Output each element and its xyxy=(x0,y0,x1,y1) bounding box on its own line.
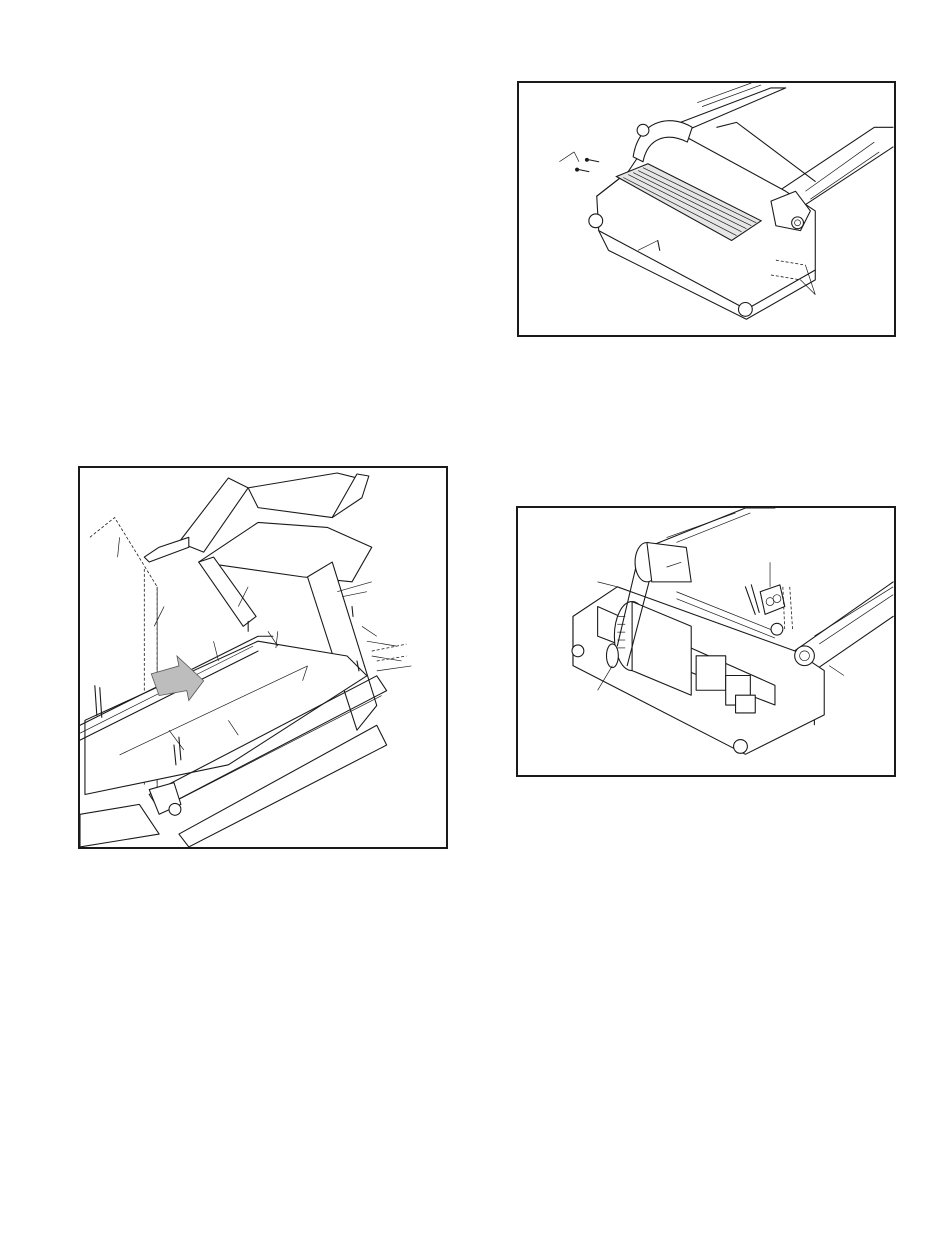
walking-belt-illustration xyxy=(80,468,446,847)
motor-compartment-illustration xyxy=(518,508,894,775)
figure-motor-compartment xyxy=(516,506,896,777)
motor-hood-illustration xyxy=(519,83,894,335)
figure-motor-hood xyxy=(517,81,896,337)
figure-walking-belt xyxy=(78,466,448,849)
